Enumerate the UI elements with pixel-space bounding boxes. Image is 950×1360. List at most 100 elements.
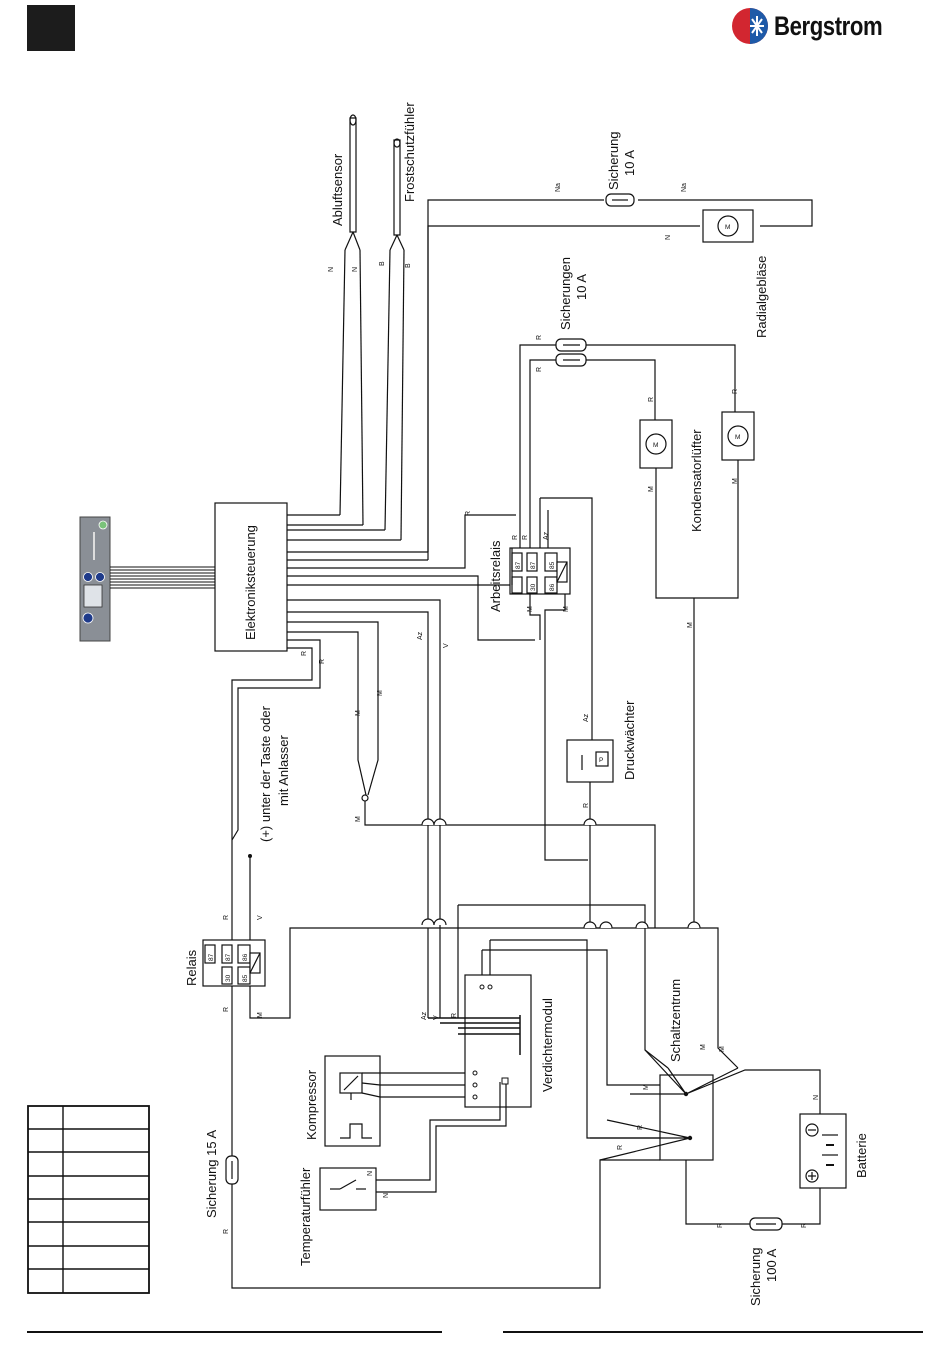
elektronik-box xyxy=(214,502,288,652)
wire-code-az: Az xyxy=(417,631,424,640)
wire-code-n: N xyxy=(328,267,335,272)
pin-85: 85 xyxy=(242,974,249,982)
wire-code-m: M xyxy=(563,606,570,612)
abluftsensor-label: Abluftsensor xyxy=(330,153,345,226)
wire-code-az: Az xyxy=(543,531,550,540)
wire-code-m: M xyxy=(732,478,739,484)
wire-code-m: M xyxy=(527,606,534,612)
wire-code-n: N xyxy=(367,1171,374,1176)
footer-rule-left xyxy=(27,1331,442,1333)
arbeitsrelais: 87 87 85 30 86 xyxy=(509,547,571,595)
sicherungen-label: Sicherungen xyxy=(558,257,573,330)
panel-button-icon xyxy=(83,572,93,582)
temperaturfuehler xyxy=(319,1167,377,1211)
logo-emblem-icon xyxy=(730,6,770,46)
taste-note-line2: mit Anlasser xyxy=(276,735,291,806)
kondensator-label: Kondensatorlüfter xyxy=(689,429,704,532)
wire-code-m: M xyxy=(355,710,362,716)
wire-code-b: B xyxy=(379,261,386,266)
wire-code-r: R xyxy=(583,803,590,808)
wire-code-v: V xyxy=(443,643,450,648)
radialgeblaese-label: Radialgebläse xyxy=(754,256,769,338)
pressure-label: P xyxy=(599,757,603,764)
pin-86: 86 xyxy=(549,583,556,591)
batterie-label: Batterie xyxy=(854,1133,869,1178)
wire-code-r: R xyxy=(522,535,529,540)
panel-led-icon xyxy=(98,520,108,530)
fuse-10a-pair xyxy=(555,338,587,367)
wire-code-r: R xyxy=(637,1125,644,1130)
druckwaechter: P xyxy=(566,739,614,783)
wire-code-r: R xyxy=(223,1229,230,1234)
arbeitsrelais-label: Arbeitsrelais xyxy=(488,540,503,612)
kompressor xyxy=(324,1055,381,1147)
sicherung-top-value: 10 A xyxy=(622,150,637,176)
relais: 87 87 86 30 85 xyxy=(202,939,266,987)
batterie xyxy=(799,1113,847,1189)
legend-table xyxy=(27,1105,150,1294)
abluftsensor-probe xyxy=(344,114,361,251)
wire-code-r: R xyxy=(732,389,739,394)
wire-code-n: N xyxy=(665,235,672,240)
pin-87: 87 xyxy=(208,953,215,961)
wire-code-az: Az xyxy=(583,713,590,722)
sicherung15-label: Sicherung 15 A xyxy=(204,1129,219,1218)
wire-code-v: V xyxy=(257,915,264,920)
fuse-15a xyxy=(225,1155,239,1185)
wire-code-r: R xyxy=(648,397,655,402)
wire-code-na: Na xyxy=(555,183,562,192)
wire-code-na: Na xyxy=(681,183,688,192)
wire-code-r: R xyxy=(451,1013,458,1018)
pin-85: 85 xyxy=(549,561,556,569)
wire-code-r: R xyxy=(301,651,308,656)
wire-code-r: R xyxy=(319,659,326,664)
panel-button-icon xyxy=(95,572,105,582)
wire-code-m: M xyxy=(648,486,655,492)
relais-label: Relais xyxy=(184,949,199,986)
pin-87: 87 xyxy=(530,561,537,569)
frostschutz-probe xyxy=(389,138,405,251)
druckwaechter-label: Druckwächter xyxy=(622,700,637,780)
wire-code-m: M xyxy=(355,816,362,822)
sicherung100-label: Sicherung xyxy=(748,1247,763,1306)
sicherungen-value: 10 A xyxy=(574,274,589,300)
wire-code-r: R xyxy=(223,915,230,920)
wire-code-m: M xyxy=(377,690,384,696)
taste-note-line1: (+) unter der Taste oder xyxy=(258,705,273,842)
temperaturfuehler-label: Temperaturfühler xyxy=(298,1167,313,1266)
wire-code-b: B xyxy=(405,263,412,268)
wire-code-r: R xyxy=(617,1145,624,1150)
radialgeblaese-motor: M xyxy=(702,209,754,243)
wire-code-n: N xyxy=(352,267,359,272)
pin-86: 86 xyxy=(242,953,249,961)
wire-code-r: R xyxy=(465,511,472,516)
motor-label: M xyxy=(735,434,740,441)
brand-name: Bergstrom xyxy=(774,10,883,41)
junction-node xyxy=(361,794,369,802)
pin-30: 30 xyxy=(530,583,537,591)
kondensator-motor-1: M xyxy=(639,419,673,469)
frostschutz-label: Frostschutzfühler xyxy=(402,102,417,202)
panel-fan-icon xyxy=(82,612,94,624)
pin-87: 87 xyxy=(515,561,522,569)
wire-code-n: N xyxy=(383,1193,390,1198)
wire-code-az: Az xyxy=(421,1011,428,1020)
wire-code-m: M xyxy=(643,1084,650,1090)
wire-code-m: M xyxy=(700,1044,707,1050)
fuse-10a-top xyxy=(605,193,635,207)
sicherung100-value: 100 A xyxy=(764,1248,779,1282)
kompressor-label: Kompressor xyxy=(304,1069,319,1140)
verdichtermodul-label: Verdichtermodul xyxy=(540,998,555,1092)
pin-30: 30 xyxy=(225,974,232,982)
wire-code-m: M xyxy=(257,1012,264,1018)
kondensator-motor-2: M xyxy=(721,411,755,461)
wire-code-v: V xyxy=(433,1015,440,1020)
wire-code-r: R xyxy=(801,1223,808,1228)
motor-label: M xyxy=(725,224,730,231)
wire-code-r: R xyxy=(223,1007,230,1012)
schaltzentrum-label: Schaltzentrum xyxy=(668,979,683,1062)
wire-code-m: M xyxy=(719,1046,726,1052)
bergstrom-logo: Bergstrom xyxy=(730,4,930,48)
schaltzentrum-box xyxy=(659,1074,714,1161)
